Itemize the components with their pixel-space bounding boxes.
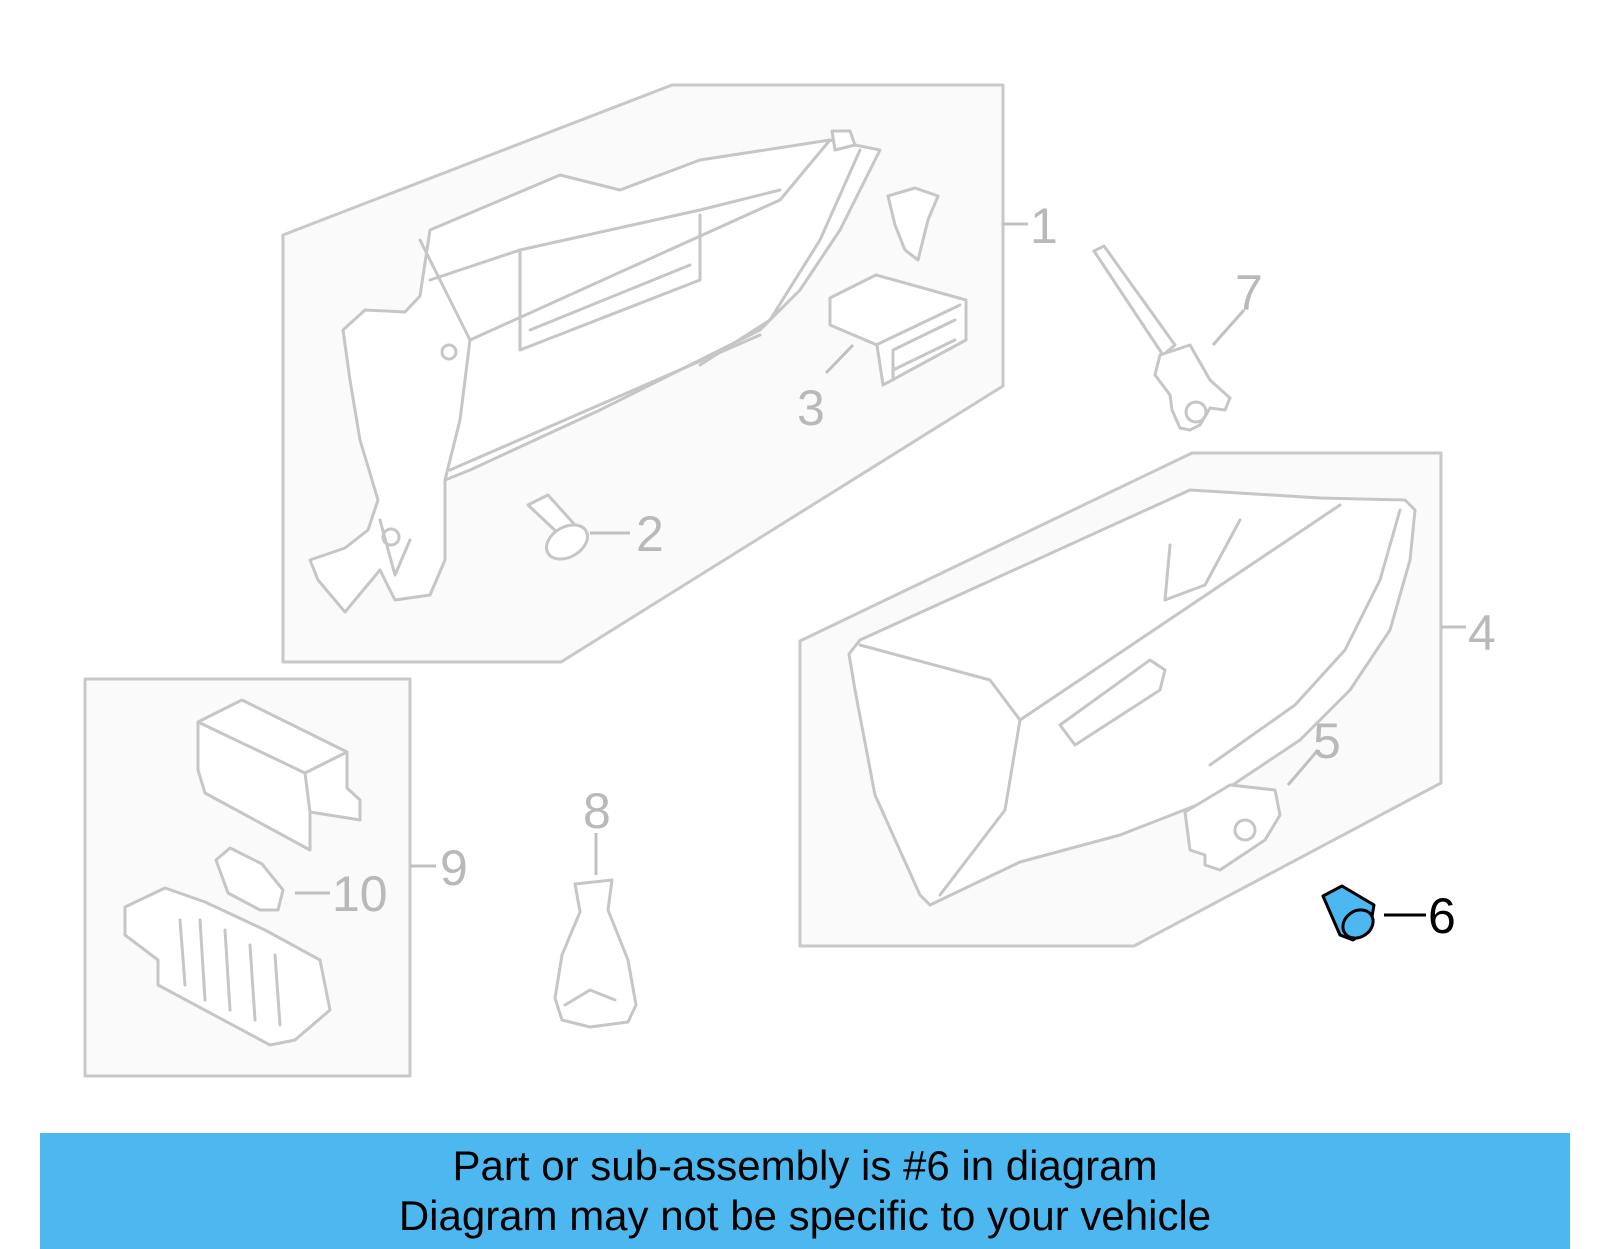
lamp-assembly-part-9 [123, 698, 362, 1047]
leader-line-5 [1286, 749, 1320, 786]
callout-2: 2 [636, 506, 664, 562]
glove-box-frame-part [308, 129, 940, 614]
bulb-part-10 [214, 846, 285, 912]
banner-line-1: Part or sub-assembly is #6 in diagram [452, 1142, 1158, 1189]
callout-9: 9 [440, 840, 468, 896]
callout-10: 10 [332, 866, 388, 922]
screw-part-2 [526, 493, 589, 561]
cover-part-8 [553, 878, 638, 1029]
bumper-part-6-highlighted [1321, 884, 1376, 942]
leader-line-7 [1211, 309, 1246, 346]
damper-part-7 [1092, 244, 1232, 432]
callout-3: 3 [797, 380, 825, 436]
info-banner: Part or sub-assembly is #6 in diagram Di… [40, 1133, 1570, 1249]
leader-line-3 [824, 343, 855, 375]
callout-6: 6 [1428, 888, 1456, 944]
callout-7: 7 [1235, 265, 1263, 321]
banner-line-2: Diagram may not be specific to your vehi… [398, 1192, 1212, 1239]
latch-part-5 [1183, 783, 1282, 872]
glove-box-door-part [847, 488, 1417, 907]
callout-5: 5 [1313, 713, 1341, 769]
callout-4: 4 [1468, 605, 1496, 661]
bracket-part-3 [828, 273, 968, 387]
callout-8: 8 [583, 783, 611, 839]
callout-1: 1 [1030, 198, 1058, 254]
